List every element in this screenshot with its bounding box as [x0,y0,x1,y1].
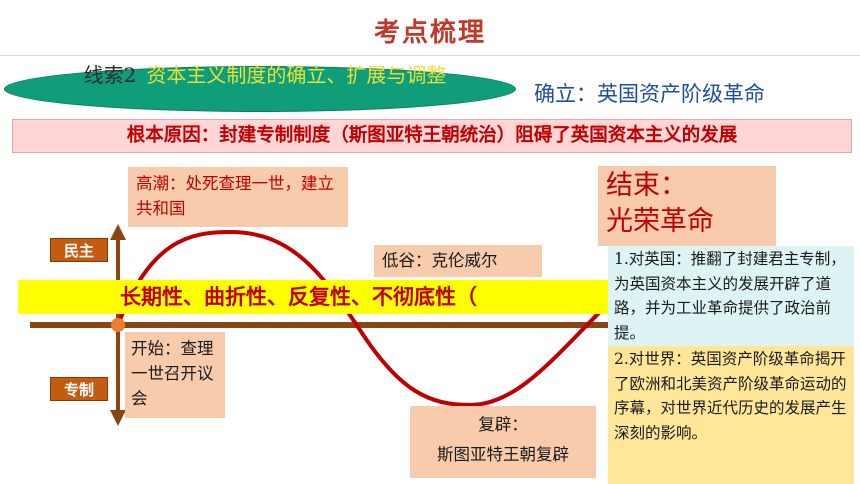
root-cause-bar [12,119,852,153]
section-subtitle: 确立：英国资产阶级革命 [534,82,765,106]
end-text: 光荣革命 [606,206,714,237]
start-note: 开始：查理一世召开议会 [125,332,225,418]
restoration-label: 复辟： [478,415,528,434]
effects-box-england-bg [608,246,854,346]
effect-england: 1.对英国：推翻了封建君主专制，为英国资本主义的发展开辟了道路，并为工业革命提供… [614,250,846,342]
arrow-up-icon [110,224,126,240]
clue-text: 线索2 资本主义制度的确立、扩展与调整 [40,62,490,88]
revolution-curve [116,229,614,408]
autocracy-label: 专制 [50,377,108,401]
end-label: 结束： [606,170,687,201]
restoration-note: 复辟： 斯图亚特王朝复辟 [410,406,596,478]
clue-title: 资本主义制度的确立、扩展与调整 [146,63,447,87]
characteristics-text: 长期性、曲折性、反复性、不彻底性（ [120,284,477,309]
effect-world: 2.对世界：英国资产阶级革命揭开了欧洲和北美资产阶级革命运动的序幕，对世界近代历… [614,350,847,442]
start-point-marker [111,318,125,332]
clue-oval [4,66,516,112]
low-note: 低谷：克伦威尔 [374,245,542,277]
arrow-down-icon [110,410,126,426]
root-cause-text: 根本原因：封建专制制度（斯图亚特王朝统治）阻碍了英国资本主义的发展 [126,125,738,146]
peak-note: 高潮：处死查理一世，建立共和国 [128,167,348,227]
page-title: 考点梳理 [373,18,486,48]
clue-prefix: 线索2 [83,63,137,87]
democracy-label: 民主 [50,238,108,262]
title-divider [0,55,860,56]
characteristics-bar [18,280,622,314]
end-note: 结束： 光荣革命 [598,166,776,246]
restoration-text: 斯图亚特王朝复辟 [437,445,569,464]
